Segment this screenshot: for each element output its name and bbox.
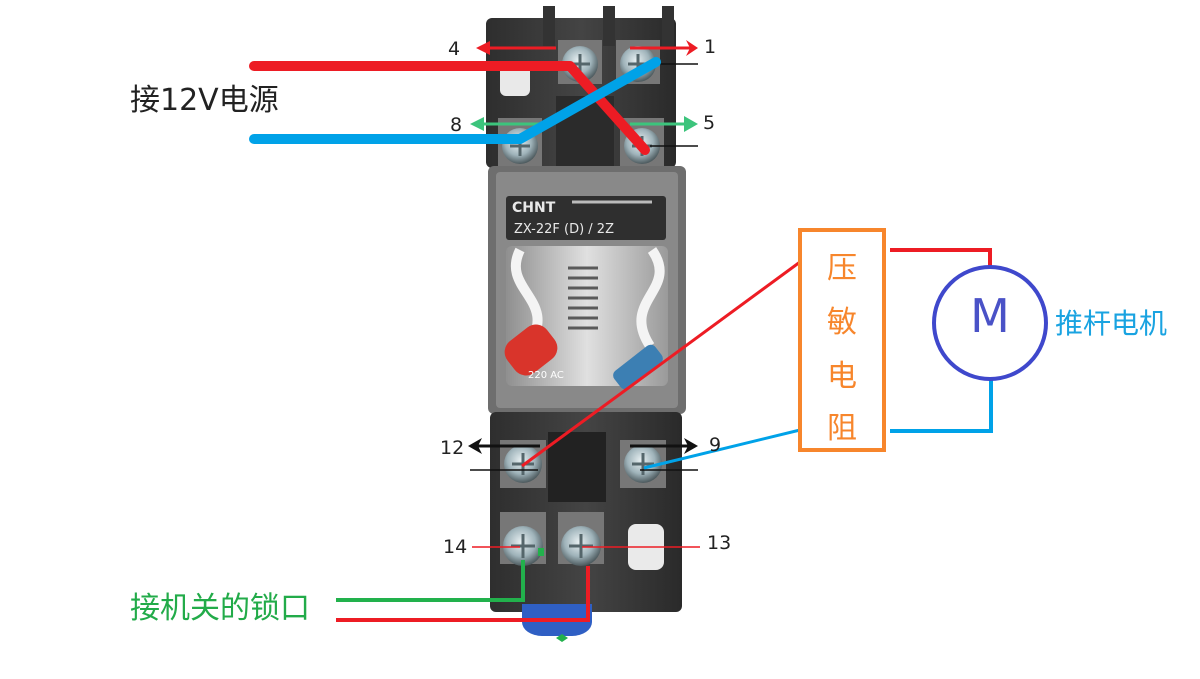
motor-label: 推杆电机 — [1055, 307, 1168, 340]
relay-spring — [568, 266, 598, 330]
power-supply-label: 接12V电源 — [130, 83, 279, 118]
terminal-8-arrow — [470, 117, 540, 131]
power-negative-wire — [249, 57, 661, 144]
lock-wire-green — [336, 560, 525, 602]
terminal-label-9: 9 — [709, 434, 722, 456]
relay-brand: CHNT — [512, 200, 556, 216]
lock-wire-red — [336, 566, 590, 622]
terminal-label-1: 1 — [704, 36, 717, 58]
terminal-label-14: 14 — [443, 536, 468, 558]
terminal-label-5: 5 — [703, 112, 716, 134]
relay-model: ZX-22F (D) / 2Z — [514, 222, 614, 237]
terminal-label-12: 12 — [440, 437, 465, 459]
terminal-4-arrow — [476, 41, 556, 55]
terminal-1-arrow — [630, 40, 698, 56]
varistor-wire-9 — [643, 428, 801, 470]
switch-lock-label: 接机关的锁口 — [130, 591, 310, 626]
terminal-label-13: 13 — [707, 532, 732, 554]
indicator-led — [504, 324, 558, 376]
terminal-12-arrow — [468, 438, 540, 454]
diode — [613, 344, 663, 390]
screw-terminal-14[interactable] — [500, 512, 546, 566]
relay-label-plate — [506, 196, 666, 240]
screw-terminal-13[interactable] — [558, 512, 604, 566]
varistor-char: 敏 — [827, 305, 857, 340]
varistor-char: 电 — [827, 359, 857, 394]
varistor-char: 压 — [827, 251, 857, 286]
motor-symbol-letter: M — [970, 289, 1010, 343]
varistor-wire-12 — [521, 260, 801, 468]
relay-rating: 220 AC — [528, 370, 564, 381]
relay-module — [488, 166, 686, 414]
varistor-box: 压 敏 电 阻 — [798, 228, 886, 452]
varistor-char: 阻 — [827, 411, 857, 446]
terminal-5-arrow — [630, 116, 698, 132]
motor-symbol — [932, 265, 1048, 381]
power-positive-wire — [249, 61, 650, 155]
terminal-label-4: 4 — [448, 38, 461, 60]
motor-negative-wire — [890, 372, 993, 433]
terminal-9-arrow — [630, 438, 698, 454]
terminal-label-8: 8 — [450, 114, 463, 136]
